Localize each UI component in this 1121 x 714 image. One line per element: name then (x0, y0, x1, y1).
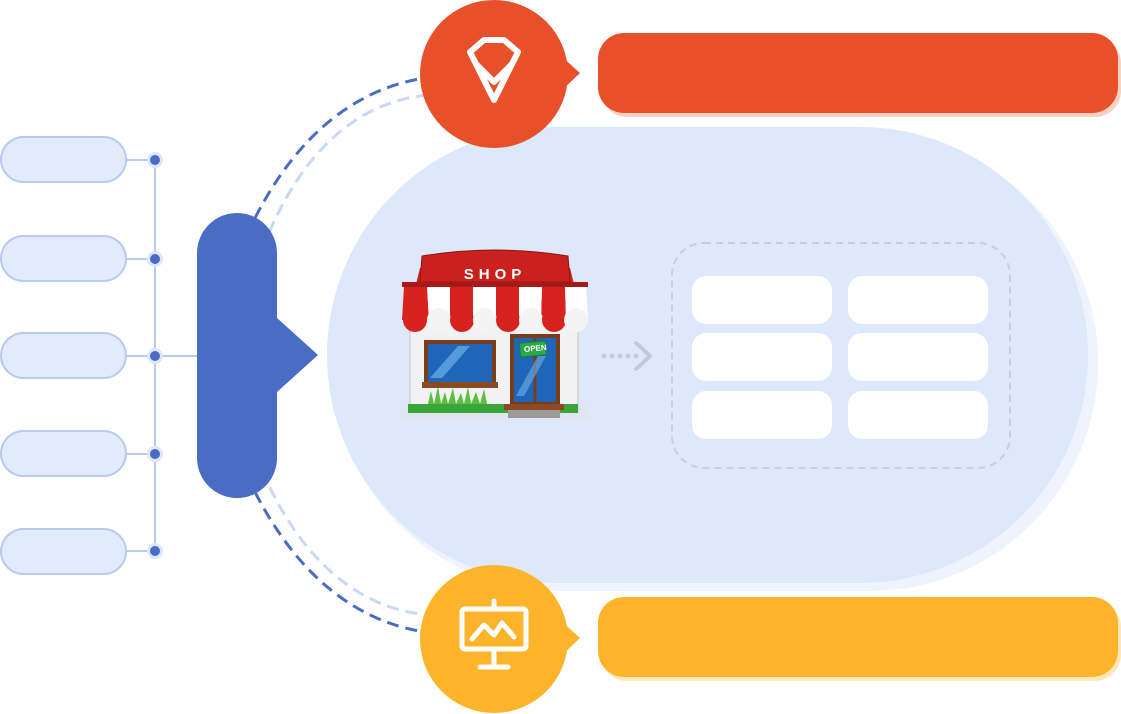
center-bracket (197, 213, 318, 498)
dotted-arrow-icon (601, 341, 652, 371)
menu-button-3[interactable] (692, 333, 832, 381)
menu-button-1[interactable] (692, 276, 832, 324)
list-item-3[interactable] (0, 332, 127, 379)
top-arc-light (260, 93, 431, 251)
presentation-chart-icon (459, 598, 529, 670)
top-banner[interactable] (598, 33, 1118, 113)
shop-sign-text: SHOP (463, 266, 527, 283)
menu-button-5[interactable] (692, 391, 832, 439)
list-item-2[interactable] (0, 235, 127, 282)
top-feature-badge[interactable] (420, 0, 568, 148)
tree-branches (127, 159, 200, 552)
list-item-5[interactable] (0, 528, 127, 575)
shop-icon: SHOP OPEN (398, 246, 592, 426)
bottom-banner[interactable] (598, 597, 1118, 677)
list-item-1[interactable] (0, 136, 127, 183)
menu-button-2[interactable] (848, 276, 988, 324)
bottom-feature-badge[interactable] (420, 565, 568, 713)
menu-grid-frame (671, 242, 1011, 469)
tree-nodes (147, 152, 163, 559)
list-item-4[interactable] (0, 430, 127, 477)
menu-button-4[interactable] (848, 333, 988, 381)
menu-button-6[interactable] (848, 391, 988, 439)
diamond-check-icon (467, 37, 521, 103)
